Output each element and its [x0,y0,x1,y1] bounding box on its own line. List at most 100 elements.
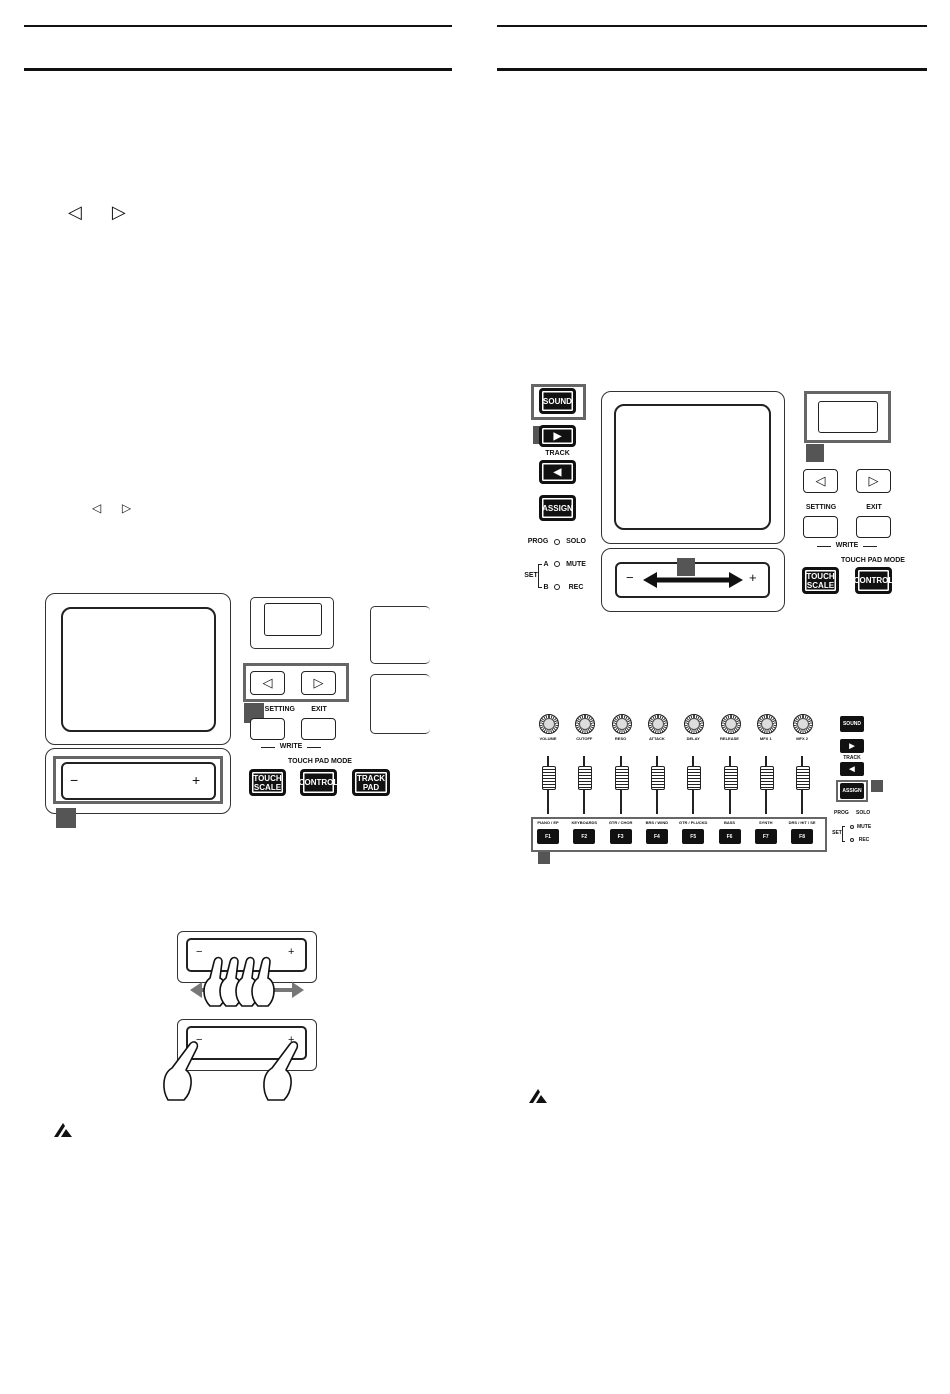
knob-icon[interactable] [720,714,741,734]
fader-knob[interactable] [723,766,738,790]
sound-button[interactable]: SOUND [540,389,575,413]
left-arrow-button[interactable]: ◁ [250,671,285,695]
fader-knob[interactable] [796,766,811,790]
display-window [264,603,322,636]
fkey-category-label: PIANO / EP [537,820,559,825]
mini-track-prev-button[interactable]: ◀ [840,762,864,776]
fader-knob[interactable] [614,766,629,790]
fader-row [536,752,826,818]
right-touch-scale-button[interactable]: TOUCH SCALE [803,568,838,593]
function-key-button[interactable]: F3 [609,829,632,844]
right-write-bracket: WRITE [817,541,877,551]
arrow-left-icon: ◁ [815,473,826,488]
mini-assign-highlight [836,780,868,802]
set-label: SET [524,572,538,579]
solo-label: SOLO [566,538,586,545]
gesture-plus-1: + [288,946,295,958]
track-pad-button[interactable]: TRACK PAD [353,770,389,795]
fader-knob[interactable] [759,766,774,790]
knob-label: RESO [614,736,627,741]
track-prev-button[interactable]: ◀ [540,461,575,483]
tap-hand-right-icon [263,1041,299,1101]
rec-label: REC [568,584,584,591]
slider-minus-label: − [70,772,79,788]
knob-icon[interactable] [575,714,596,734]
step-marker-assign [871,780,883,792]
arrow-left-icon: ◁ [68,202,82,222]
knob-label: CUTOFF [576,736,593,741]
function-key-button[interactable]: F5 [682,829,705,844]
exit-button[interactable] [301,718,336,740]
gesture-minus-2: − [196,1034,203,1046]
knob-icon[interactable] [793,714,814,734]
mini-a-led [850,825,854,829]
right-control-button[interactable]: CONTROL [854,568,893,593]
slide-arrow-icon [643,572,743,588]
right-right-arrow-button[interactable]: ▷ [856,469,891,493]
knob-icon[interactable] [756,714,777,734]
fader-knob[interactable] [542,766,556,790]
function-key-button[interactable]: F1 [537,829,559,844]
knob-icon[interactable] [647,714,668,734]
inline-arrow-icons-1: ◁ ▷ [68,203,126,221]
track-next-button[interactable]: ▶ [540,426,575,446]
right-display-window [818,401,878,433]
arrow-buttons-highlight [243,663,349,702]
right-left-arrow-button[interactable]: ◁ [803,469,838,493]
back-icon: ◀ [849,766,855,773]
right-exit-label: EXIT [866,504,882,511]
setting-button[interactable] [250,718,285,740]
tap-hand-left-icon [163,1041,199,1101]
function-key-button[interactable]: F2 [573,829,596,844]
control-button[interactable]: CONTROL [299,770,338,795]
knob-icon[interactable] [684,714,705,734]
play-icon: ▶ [849,743,855,750]
set-b-label: B [543,584,549,591]
fkey-category-label: BRS / WIND [645,820,669,825]
display-highlight [804,391,891,443]
mini-set-bracket [842,826,845,842]
knob-label: MFX 2 [796,736,808,741]
right-touch-pad[interactable] [614,404,771,530]
slider-highlight [53,756,223,804]
function-key-button[interactable]: F6 [718,829,741,844]
right-arrow-button[interactable]: ▷ [301,671,336,695]
knob-icon[interactable] [539,714,559,734]
fader-knob[interactable] [650,766,665,790]
left-header-rule-top [24,25,452,27]
fader-knob[interactable] [578,766,593,790]
sound-highlight [531,384,586,420]
assign-button[interactable]: ASSIGN [540,496,575,520]
mini-track-next-button[interactable]: ▶ [840,739,864,753]
knob-icon[interactable] [611,714,632,734]
mini-track-label: TRACK [843,755,861,761]
prog-label: PROG [527,538,549,545]
set-a-led [554,561,560,567]
touch-slider[interactable] [61,762,216,800]
touch-pad[interactable] [61,607,216,732]
function-key-button[interactable]: F4 [645,829,668,844]
mini-set-label: SET [832,830,842,836]
mute-label: MUTE [566,561,586,568]
set-bracket [538,564,542,588]
mini-b-led [850,838,854,842]
function-key-button[interactable]: F8 [791,829,814,844]
step-marker-display [806,444,824,462]
knob-label: MFX 1 [759,736,772,741]
mini-prog-label: PROG [834,810,849,816]
left-header-rule-bottom [24,68,452,71]
function-key-button[interactable]: F7 [754,829,777,844]
gesture-minus-1: − [196,946,203,958]
touch-scale-button[interactable]: TOUCH SCALE [250,770,285,795]
right-exit-button[interactable] [856,516,891,538]
fkey-category-label: DRS / HIT / SE [788,820,816,825]
mini-mute-label: MUTE [857,824,872,830]
fader-knob[interactable] [687,766,702,790]
slider-plus-label: + [192,772,201,788]
right-setting-button[interactable] [803,516,838,538]
mini-assign-button[interactable]: ASSIGN [840,783,864,799]
fkey-category-label: GTR / CHOR [608,820,633,825]
mini-sound-button[interactable]: SOUND [840,716,864,732]
fkey-category-label: GTR / PLUCKD [678,820,708,825]
inline-arrow-icons-2: ◁ ▷ [92,502,131,514]
